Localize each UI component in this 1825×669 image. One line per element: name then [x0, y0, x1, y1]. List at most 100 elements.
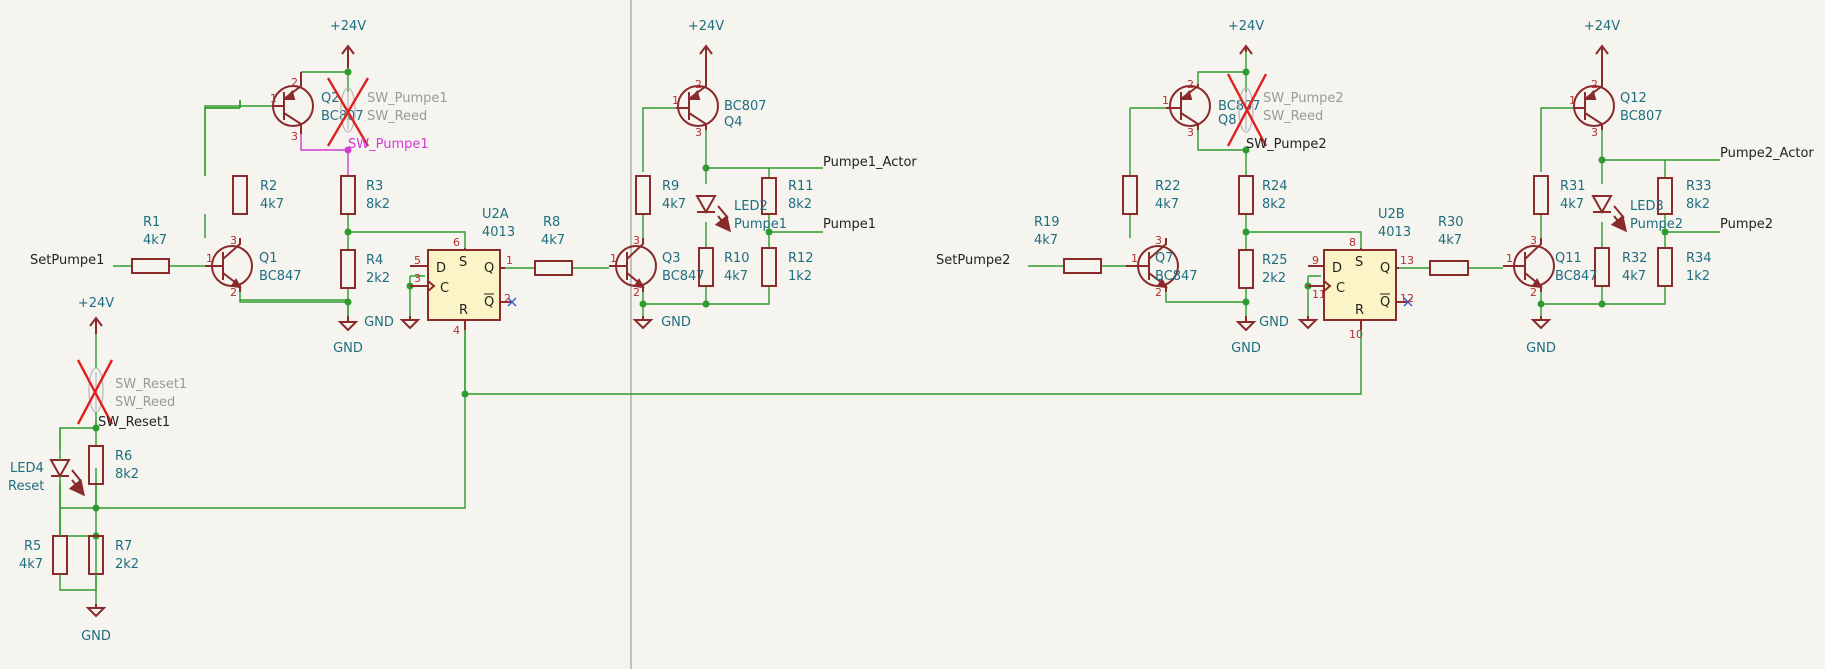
resistor-r4[interactable]: [340, 249, 356, 289]
svg-text:BC847: BC847: [259, 269, 302, 284]
transistor-q11[interactable]: [1503, 238, 1555, 292]
transistor-pin-numbers: 1 2 3 1 3 2 1 2 3 1 3 2 1 2 3 1 3 2 1 2 …: [206, 76, 1598, 299]
transistor-q4[interactable]: [676, 80, 719, 130]
svg-text:1: 1: [506, 254, 513, 267]
vcc-label-q8: +24V: [1228, 19, 1264, 34]
net-sw-reset1: SW_Reset1: [98, 415, 170, 430]
svg-text:3: 3: [1187, 126, 1194, 139]
resistor-r30[interactable]: [1429, 260, 1469, 276]
sw3-val: SW_Reed: [115, 395, 175, 410]
svg-text:8k2: 8k2: [1686, 197, 1710, 212]
u2b-ref: U2B: [1378, 207, 1405, 222]
gnd-label-3: GND: [661, 315, 691, 330]
svg-text:S: S: [459, 255, 467, 270]
svg-text:R34: R34: [1686, 251, 1712, 266]
sw2-val: SW_Reed: [1263, 109, 1323, 124]
vcc-label-q4: +24V: [688, 19, 724, 34]
svg-text:R5: R5: [24, 539, 41, 554]
no-connect-icon: [1403, 297, 1413, 307]
svg-text:R12: R12: [788, 251, 814, 266]
svg-text:2: 2: [1155, 286, 1162, 299]
svg-text:2k2: 2k2: [115, 557, 139, 572]
svg-text:4k7: 4k7: [19, 557, 43, 572]
svg-text:R22: R22: [1155, 179, 1181, 194]
resistor-r22[interactable]: [1122, 175, 1138, 215]
flipflop-u2a[interactable]: [410, 248, 517, 330]
resistor-r9[interactable]: [635, 175, 651, 215]
svg-text:2k2: 2k2: [366, 271, 390, 286]
svg-text:2: 2: [1591, 78, 1598, 91]
led3[interactable]: [1591, 195, 1624, 226]
transistor-q8[interactable]: [1166, 84, 1211, 130]
sw1-ref: SW_Pumpe1: [367, 91, 448, 106]
svg-text:2: 2: [291, 76, 298, 89]
resistor-r2[interactable]: [232, 175, 248, 215]
transistor-labels: Q1 BC847 Q2 BC807 Q3 BC847 BC807 Q4 Q7 B…: [259, 91, 1663, 284]
led2[interactable]: [695, 195, 728, 226]
led3-ref: LED3: [1630, 199, 1664, 214]
resistor-r19[interactable]: [1063, 258, 1102, 274]
svg-text:Q: Q: [484, 295, 494, 310]
resistor-r11[interactable]: [761, 177, 777, 215]
resistor-r10[interactable]: [698, 247, 714, 287]
svg-text:3: 3: [414, 272, 421, 285]
resistor-r6[interactable]: [88, 445, 104, 485]
svg-text:R32: R32: [1622, 251, 1648, 266]
transistor-q7[interactable]: [1126, 238, 1179, 292]
vcc-label-q12: +24V: [1584, 19, 1620, 34]
svg-text:4k7: 4k7: [541, 233, 565, 248]
svg-text:Q8: Q8: [1218, 113, 1237, 128]
resistor-r24[interactable]: [1238, 175, 1254, 215]
svg-text:6: 6: [453, 236, 460, 249]
svg-text:R31: R31: [1560, 179, 1586, 194]
svg-text:Q1: Q1: [259, 251, 278, 266]
svg-text:Q4: Q4: [724, 115, 743, 130]
resistors[interactable]: [52, 175, 1673, 575]
resistor-labels: R1 4k7 R2 4k7 R3 8k2 R4 2k2 R5 4k7 R6 8k…: [19, 179, 1712, 572]
reed-switch-sw-pumpe1[interactable]: [326, 77, 370, 147]
svg-text:R10: R10: [724, 251, 750, 266]
resistor-r33[interactable]: [1657, 177, 1673, 215]
sw1-val: SW_Reed: [367, 109, 427, 124]
resistor-r1[interactable]: [131, 258, 170, 274]
svg-text:4k7: 4k7: [143, 233, 167, 248]
net-sw-pumpe1: SW_Pumpe1: [348, 137, 429, 152]
transistor-q3[interactable]: [609, 238, 657, 292]
resistor-r31[interactable]: [1533, 175, 1549, 215]
svg-text:Q12: Q12: [1620, 91, 1647, 106]
resistor-r3[interactable]: [340, 175, 356, 215]
svg-text:S: S: [1355, 255, 1363, 270]
resistor-r5[interactable]: [52, 535, 68, 575]
svg-text:R9: R9: [662, 179, 679, 194]
u2a-val: 4013: [482, 225, 515, 240]
resistor-r32[interactable]: [1594, 247, 1610, 287]
transistor-q12[interactable]: [1573, 80, 1615, 130]
svg-text:R: R: [459, 303, 468, 318]
svg-text:Q11: Q11: [1555, 251, 1582, 266]
svg-text:Q: Q: [1380, 295, 1390, 310]
svg-text:8k2: 8k2: [1262, 197, 1286, 212]
flipflop-u2b[interactable]: [1308, 248, 1413, 330]
flipflop-pin-labels: D C S R Q Q D C S R Q Q 5 3 6 4 1 2 11 9…: [414, 236, 1414, 341]
svg-text:C: C: [440, 281, 449, 296]
svg-text:4k7: 4k7: [1155, 197, 1179, 212]
led2-val: Pumpe1: [734, 217, 787, 232]
svg-text:Q2: Q2: [321, 91, 340, 106]
svg-text:R25: R25: [1262, 253, 1288, 268]
svg-text:1: 1: [206, 252, 213, 265]
reed-switch-sw-pumpe2[interactable]: [1226, 73, 1268, 147]
svg-text:R1: R1: [143, 215, 160, 230]
transistor-q1[interactable]: [205, 238, 253, 292]
resistor-r12[interactable]: [761, 247, 777, 287]
led4[interactable]: [49, 459, 80, 490]
resistor-r34[interactable]: [1657, 247, 1673, 287]
svg-text:BC847: BC847: [1155, 269, 1198, 284]
net-pumpe2: Pumpe2: [1720, 217, 1773, 232]
transistor-q2[interactable]: [272, 72, 314, 134]
dnp-cross-icon: [76, 359, 114, 425]
resistor-r8[interactable]: [534, 260, 573, 276]
resistor-r25[interactable]: [1238, 249, 1254, 289]
svg-text:C: C: [1336, 281, 1345, 296]
gnd-label-7: GND: [81, 629, 111, 644]
